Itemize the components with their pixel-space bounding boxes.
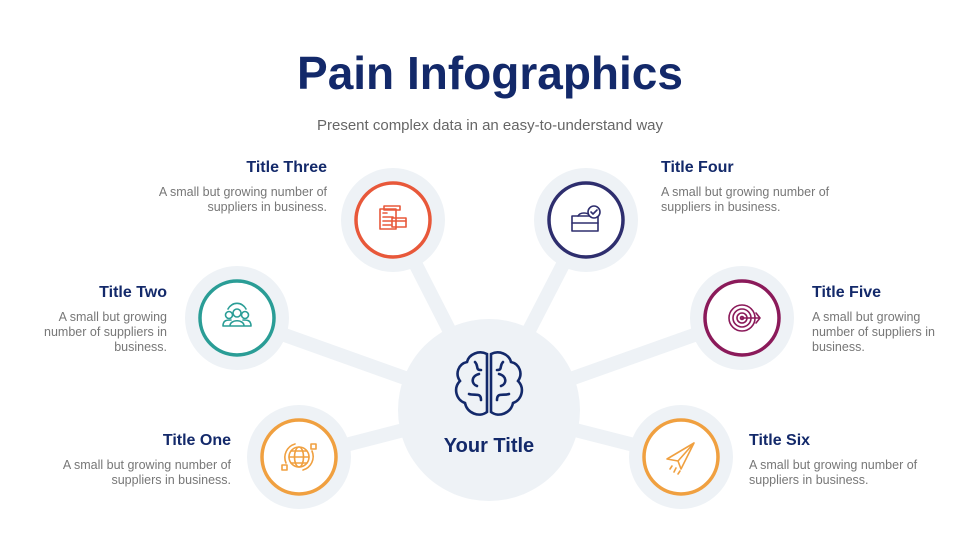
item-text: A small but growing number of suppliers …: [158, 185, 327, 214]
node-3: [341, 168, 445, 272]
briefcase-clock-icon: [571, 205, 601, 232]
documents-icon: [379, 205, 407, 230]
item-text: A small but growing number of suppliers …: [44, 310, 167, 354]
node-ring: [198, 279, 276, 357]
item-text: A small but growing number of suppliers …: [749, 458, 918, 487]
globe-icon: [281, 443, 317, 471]
node-2: [185, 266, 289, 370]
paper-plane-icon: [666, 442, 695, 475]
item-text: A small but growing number of suppliers …: [661, 185, 830, 214]
item-one: Title One A small but growing number of …: [46, 432, 231, 488]
item-title: Title One: [162, 432, 231, 449]
page-title: Pain Infographics: [297, 47, 683, 99]
node-1: [247, 405, 351, 509]
item-two: Title Two A small but growing number of …: [32, 284, 167, 355]
item-five: Title Five A small but growing number of…: [812, 284, 947, 355]
page-subtitle: Present complex data in an easy-to-under…: [316, 117, 664, 134]
brain-icon: [454, 351, 524, 416]
item-six: Title Six A small but growing number of …: [749, 432, 934, 488]
center-title: Your Title: [443, 435, 535, 457]
node-5: [690, 266, 794, 370]
item-title: Title Six: [749, 432, 811, 449]
item-three: Title Three A small but growing number o…: [142, 159, 327, 215]
item-title: Title Five: [812, 284, 882, 301]
center-node: [398, 319, 580, 501]
item-four: Title Four A small but growing number of…: [661, 159, 846, 215]
node-4: [534, 168, 638, 272]
node-ring: [547, 181, 625, 259]
item-title: Title Four: [661, 159, 734, 176]
item-title: Title Three: [246, 159, 327, 176]
target-icon: [728, 304, 761, 332]
node-6: [629, 405, 733, 509]
item-text: A small but growing number of suppliers …: [62, 458, 231, 487]
team-icon: [222, 302, 252, 327]
node-ring: [354, 181, 432, 259]
item-title: Title Two: [99, 284, 167, 301]
item-text: A small but growing number of suppliers …: [812, 310, 935, 354]
